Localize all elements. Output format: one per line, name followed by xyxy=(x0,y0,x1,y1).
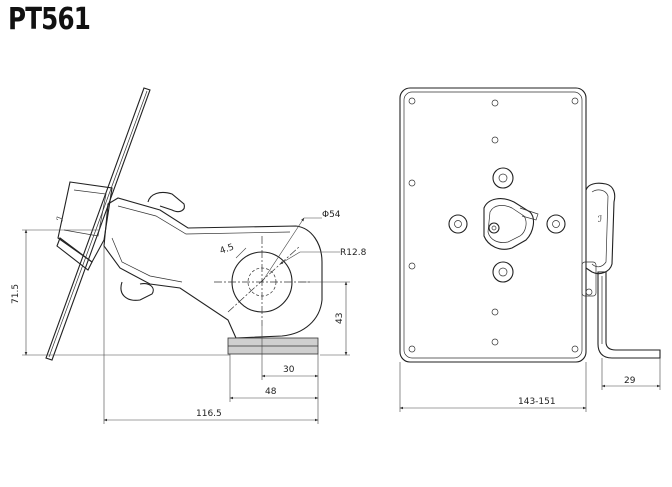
front-l-foot xyxy=(597,271,661,359)
side-mount-plate xyxy=(45,87,151,361)
dim-clip-depth: 29 xyxy=(624,376,636,386)
hole-bottom-left xyxy=(408,345,416,353)
center-latch xyxy=(483,198,535,250)
dim-base-30: 30 xyxy=(283,365,295,375)
part-number-title: PT561 xyxy=(8,2,91,37)
boss-left xyxy=(448,214,468,234)
dim-hole-diameter: Φ54 xyxy=(322,210,341,220)
front-view: ℐ 143-151 29 xyxy=(399,87,661,412)
dim-length-total: 116.5 xyxy=(196,409,222,419)
hole-bottom-right xyxy=(571,345,579,353)
boss-top xyxy=(492,167,514,189)
side-bracket-body xyxy=(103,197,323,339)
dim-radius: R12.8 xyxy=(340,248,367,258)
svg-text:ℐ: ℐ xyxy=(598,215,602,225)
dim-base-48: 48 xyxy=(265,387,277,397)
hole-top-right xyxy=(571,97,579,105)
front-mount-plate xyxy=(399,87,587,363)
side-clamp xyxy=(57,181,113,263)
dim-angle-offset: 4.5 xyxy=(219,242,236,256)
dim-height-base: 43 xyxy=(335,313,345,324)
dim-height-total: 71.5 xyxy=(11,284,21,304)
boss-bottom xyxy=(492,261,514,283)
front-side-clip xyxy=(585,182,616,275)
hole-top-left xyxy=(408,97,416,105)
side-upper-tab xyxy=(147,191,185,213)
svg-text:ℐ: ℐ xyxy=(55,216,66,223)
boss-right xyxy=(546,214,566,234)
dim-plate-width: 143-151 xyxy=(518,397,556,407)
side-lower-tab xyxy=(120,281,154,301)
side-view: ℐ Φ54 R12.8 4.5 71.5 xyxy=(11,87,367,424)
